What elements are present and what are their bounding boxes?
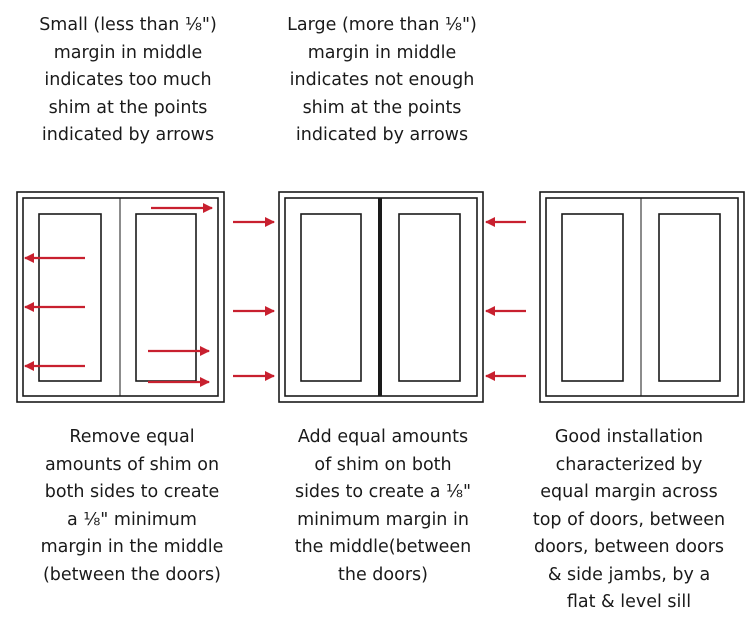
right-door-panel bbox=[398, 213, 461, 382]
caption-line: indicated by arrows bbox=[295, 125, 469, 145]
caption-line: (between the doors) bbox=[42, 564, 221, 585]
caption-line: margin in the middle bbox=[40, 537, 224, 557]
caption-line: indicated by arrows bbox=[41, 125, 215, 145]
door-frame-small-margin bbox=[16, 191, 225, 403]
caption-line: & side jambs, by a bbox=[547, 564, 711, 585]
caption-line: both sides to create bbox=[44, 482, 220, 502]
outer-frame bbox=[539, 191, 745, 403]
caption-large-margin: Large (more than ⅛") margin in middle in… bbox=[262, 12, 502, 150]
caption-line: equal margin across bbox=[540, 482, 718, 502]
left-door-panel bbox=[300, 213, 362, 382]
caption-line: shim at the points bbox=[302, 97, 462, 118]
caption-line: margin in middle bbox=[307, 42, 457, 63]
right-door-panel bbox=[135, 213, 197, 382]
caption-line: flat & level sill bbox=[566, 592, 692, 612]
caption-line: indicates too much bbox=[44, 70, 212, 90]
left-door-panel bbox=[561, 213, 624, 382]
caption-line: Add equal amounts bbox=[297, 427, 469, 447]
door-frame-large-margin bbox=[278, 191, 484, 403]
caption-line: the middle(between bbox=[294, 537, 472, 557]
caption-add-shim: Add equal amounts of shim on both sides … bbox=[268, 424, 498, 589]
caption-line: the doors) bbox=[338, 564, 428, 585]
caption-remove-shim: Remove equal amounts of shim on both sid… bbox=[8, 424, 256, 589]
caption-line: amounts of shim on bbox=[44, 454, 220, 475]
door-center-gap bbox=[378, 198, 382, 396]
door-diagrams bbox=[16, 191, 745, 403]
caption-line: Remove equal bbox=[69, 427, 195, 447]
inner-frame bbox=[545, 197, 739, 397]
outer-frame bbox=[278, 191, 484, 403]
left-door-panel bbox=[38, 213, 102, 382]
caption-line: Large (more than ⅛") bbox=[287, 15, 477, 35]
caption-good-install: Good installation characterized by equal… bbox=[510, 424, 748, 617]
caption-line: margin in middle bbox=[53, 42, 203, 63]
arrows-small-margin bbox=[24, 203, 213, 387]
outer-frame bbox=[16, 191, 225, 403]
caption-line: doors, between doors bbox=[533, 537, 725, 557]
caption-line: indicates not enough bbox=[289, 70, 475, 90]
caption-line: sides to create a ⅛" bbox=[294, 482, 472, 502]
caption-line: minimum margin in bbox=[297, 509, 469, 530]
caption-line: Small (less than ⅛") bbox=[39, 15, 217, 35]
caption-line: a ⅛" minimum bbox=[67, 509, 197, 530]
caption-line: Good installation bbox=[554, 427, 704, 447]
caption-small-margin: Small (less than ⅛") margin in middle in… bbox=[13, 12, 243, 150]
right-door-panel bbox=[658, 213, 721, 382]
caption-line: of shim on both bbox=[314, 454, 452, 475]
door-frame-good-install bbox=[539, 191, 745, 403]
arrows-large-margin bbox=[233, 217, 526, 381]
caption-line: top of doors, between bbox=[532, 509, 726, 530]
caption-line: shim at the points bbox=[48, 97, 208, 118]
caption-line: characterized by bbox=[555, 454, 703, 475]
